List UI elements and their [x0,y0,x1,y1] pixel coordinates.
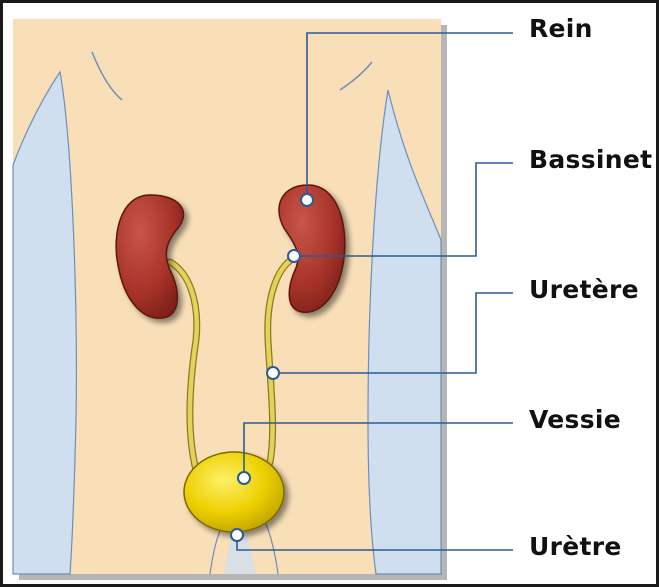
left-arm-contour [13,72,76,574]
marker-rein [301,194,313,206]
marker-vessie [238,472,250,484]
marker-bassinet [288,250,300,262]
label-rein: Rein [529,14,593,43]
label-bassinet: Bassinet [529,145,652,174]
label-uretre: Urètre [529,532,622,561]
marker-uretre [231,529,243,541]
marker-uretere [267,367,279,379]
label-vessie: Vessie [529,405,621,434]
bladder [184,452,284,532]
label-uretere: Uretère [529,275,639,304]
